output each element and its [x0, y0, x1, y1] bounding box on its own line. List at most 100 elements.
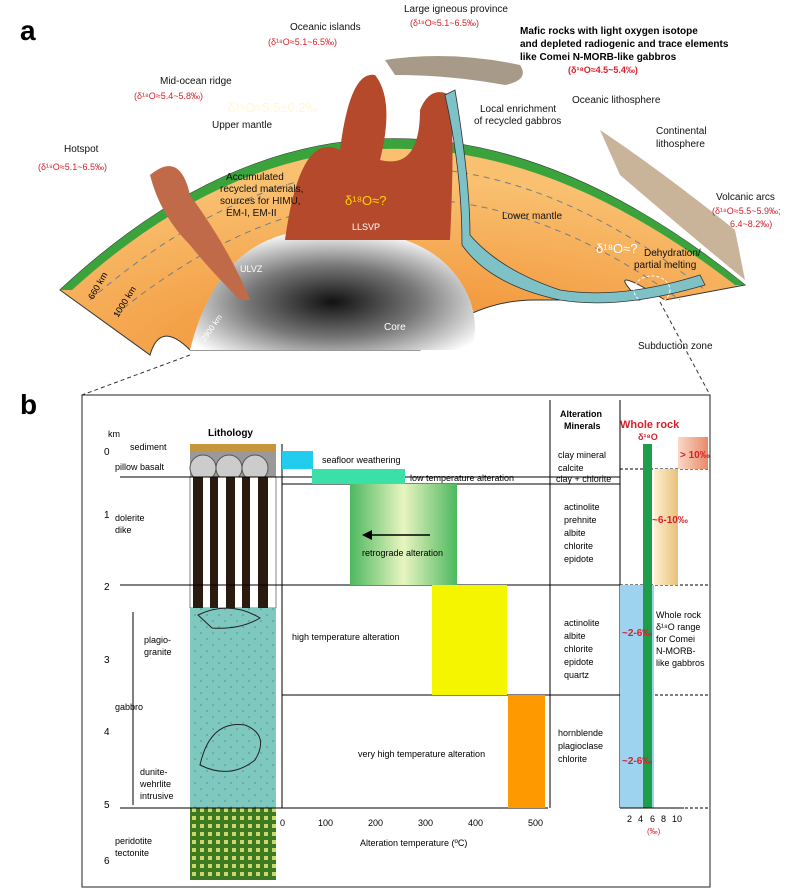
mafic-line2: and depleted radiogenic and trace elemen… — [520, 39, 729, 50]
xtick-o10: 10 — [672, 814, 682, 824]
cont-2: lithosphere — [656, 139, 705, 150]
label-dunite-1: dunite- — [140, 767, 168, 777]
label-mor: Mid-ocean ridge — [160, 76, 232, 87]
min-r3-1: prehnite — [564, 515, 597, 525]
bar-vhighT — [508, 695, 545, 808]
lip-cap — [385, 56, 523, 85]
label-subzone: Subduction zone — [638, 341, 713, 352]
label-lip: Large igneous province — [404, 4, 508, 15]
litho-pillow — [189, 451, 276, 482]
label-retro: retrograde alteration — [362, 548, 443, 558]
mafic-val: (δ¹⁸O≈4.5~5.4‰) — [568, 65, 638, 75]
xtick-t0: 0 — [280, 818, 285, 828]
acc-1: Accumulated — [226, 172, 284, 183]
min-r3-0: actinolite — [564, 502, 600, 512]
dehyd-1: Dehydration/ — [644, 248, 701, 259]
wr-note-4: like gabbros — [656, 658, 705, 668]
min-r5-1: plagioclase — [558, 741, 603, 751]
min-r5-2: chlorite — [558, 754, 587, 764]
upper-delta: δ¹⁸O≈5.5±0.2‰ — [228, 100, 319, 115]
zoom-circle — [633, 275, 671, 305]
wr-green-bar — [643, 444, 652, 808]
arc-1000 — [114, 198, 681, 316]
lower-delta: δ¹⁸O≈? — [596, 241, 638, 256]
val-mor: (δ¹⁸O≈5.4~5.8‰) — [134, 91, 203, 101]
plume-hotspot — [150, 166, 250, 300]
bar-seafloor — [282, 451, 313, 469]
wr-note-3: N-MORB- — [656, 646, 696, 656]
min-r5-0: hornblende — [558, 728, 603, 738]
val-6-10: ~6-10‰ — [652, 515, 688, 526]
mafic-line1: Mafic rocks with light oxygen isotope — [520, 26, 698, 37]
cont-1: Continental — [656, 126, 707, 137]
minerals-row5: hornblende plagioclase chlorite — [558, 728, 603, 764]
core — [190, 229, 475, 350]
litho-dikes — [189, 476, 277, 609]
xtick-o8: 8 — [661, 814, 666, 824]
litho-gabbro — [190, 608, 276, 808]
min-r3-3: chlorite — [564, 541, 593, 551]
xtick-t500: 500 — [528, 818, 543, 828]
acc-2: recycled materials, — [220, 184, 303, 195]
llsvp-delta: δ¹⁸O≈? — [345, 193, 387, 208]
label-perid-2: tectonite — [115, 848, 149, 858]
xtick-o6: 6 — [650, 814, 655, 824]
panel-b-letter: b — [20, 389, 37, 420]
acc-3: sources for HIMU, — [220, 196, 301, 207]
depth-axis: 0 1 2 3 4 5 6 — [104, 447, 110, 867]
depth-1: 1 — [104, 510, 110, 521]
alt-min-2: Minerals — [564, 421, 601, 431]
xtick-o2: 2 — [627, 814, 632, 824]
wr-xticks: 2 4 6 8 10 — [627, 814, 682, 824]
depth-0: 0 — [104, 447, 110, 458]
min-r4-4: quartz — [564, 670, 590, 680]
label-llsvp: LLSVP — [352, 222, 380, 232]
label-dolerite-2: dike — [115, 525, 132, 535]
wr-note: Whole rock δ¹⁸O range for Comei N-MORB- … — [656, 610, 705, 668]
label-lower-mantle: Lower mantle — [502, 211, 562, 222]
label-core: Core — [384, 322, 406, 333]
wr-sub: δ¹⁸O — [638, 432, 658, 442]
xtick-o4: 4 — [638, 814, 643, 824]
bar-lowT — [312, 469, 405, 484]
xlabel-temp: Alteration temperature (ºC) — [360, 838, 467, 848]
label-gabbro: gabbro — [115, 702, 143, 712]
wr-unit: (‰) — [647, 827, 661, 836]
label-seafloor: seafloor weathering — [322, 455, 401, 465]
acc-4: EM-I, EM-II — [226, 208, 277, 219]
xtick-t300: 300 — [418, 818, 433, 828]
depth-6: 6 — [104, 856, 110, 867]
subducting-slab — [444, 89, 706, 304]
litho-plagiogranite — [197, 607, 261, 629]
val-hotspot: (δ¹⁸O≈5.1~6.5‰) — [38, 162, 107, 172]
label-ulvz: ULVZ — [240, 264, 263, 274]
label-va: Volcanic arcs — [716, 192, 775, 203]
wr-tan — [654, 469, 678, 585]
panel-a-letter: a — [20, 15, 36, 46]
panel-b-frame — [81, 394, 711, 888]
litho-peridotite — [190, 808, 276, 880]
oceanic-crust — [60, 138, 745, 290]
label-dunite-2: wehrlite — [139, 779, 171, 789]
label-perid-1: peridotite — [115, 836, 152, 846]
label-hotspot: Hotspot — [64, 144, 99, 155]
wr-note-1: δ¹⁸O range — [656, 622, 700, 632]
wr-title: Whole rock — [620, 419, 680, 431]
label-lowT: low temperature alteration — [410, 473, 514, 483]
plume-llsvp — [285, 74, 453, 241]
min-r1-2: calcite — [558, 463, 584, 473]
litho-sediment — [190, 444, 276, 451]
val-gt10: > 10‰ — [680, 450, 710, 461]
va-val1: (δ¹⁸O≈5.5~5.9‰; — [712, 206, 781, 216]
min-r2: clay + chlorite — [556, 474, 611, 484]
min-r4-3: epidote — [564, 657, 594, 667]
dehyd-2: partial melting — [634, 260, 696, 271]
label-highT: high temperature alteration — [292, 632, 400, 642]
label-upper-mantle: Upper mantle — [212, 120, 272, 131]
min-r1-1: clay mineral — [558, 450, 606, 460]
min-r3-2: albite — [564, 528, 586, 538]
zoom-line-left — [81, 354, 191, 396]
local-2: of recycled gabbros — [474, 116, 561, 127]
bar-highT — [432, 585, 507, 695]
